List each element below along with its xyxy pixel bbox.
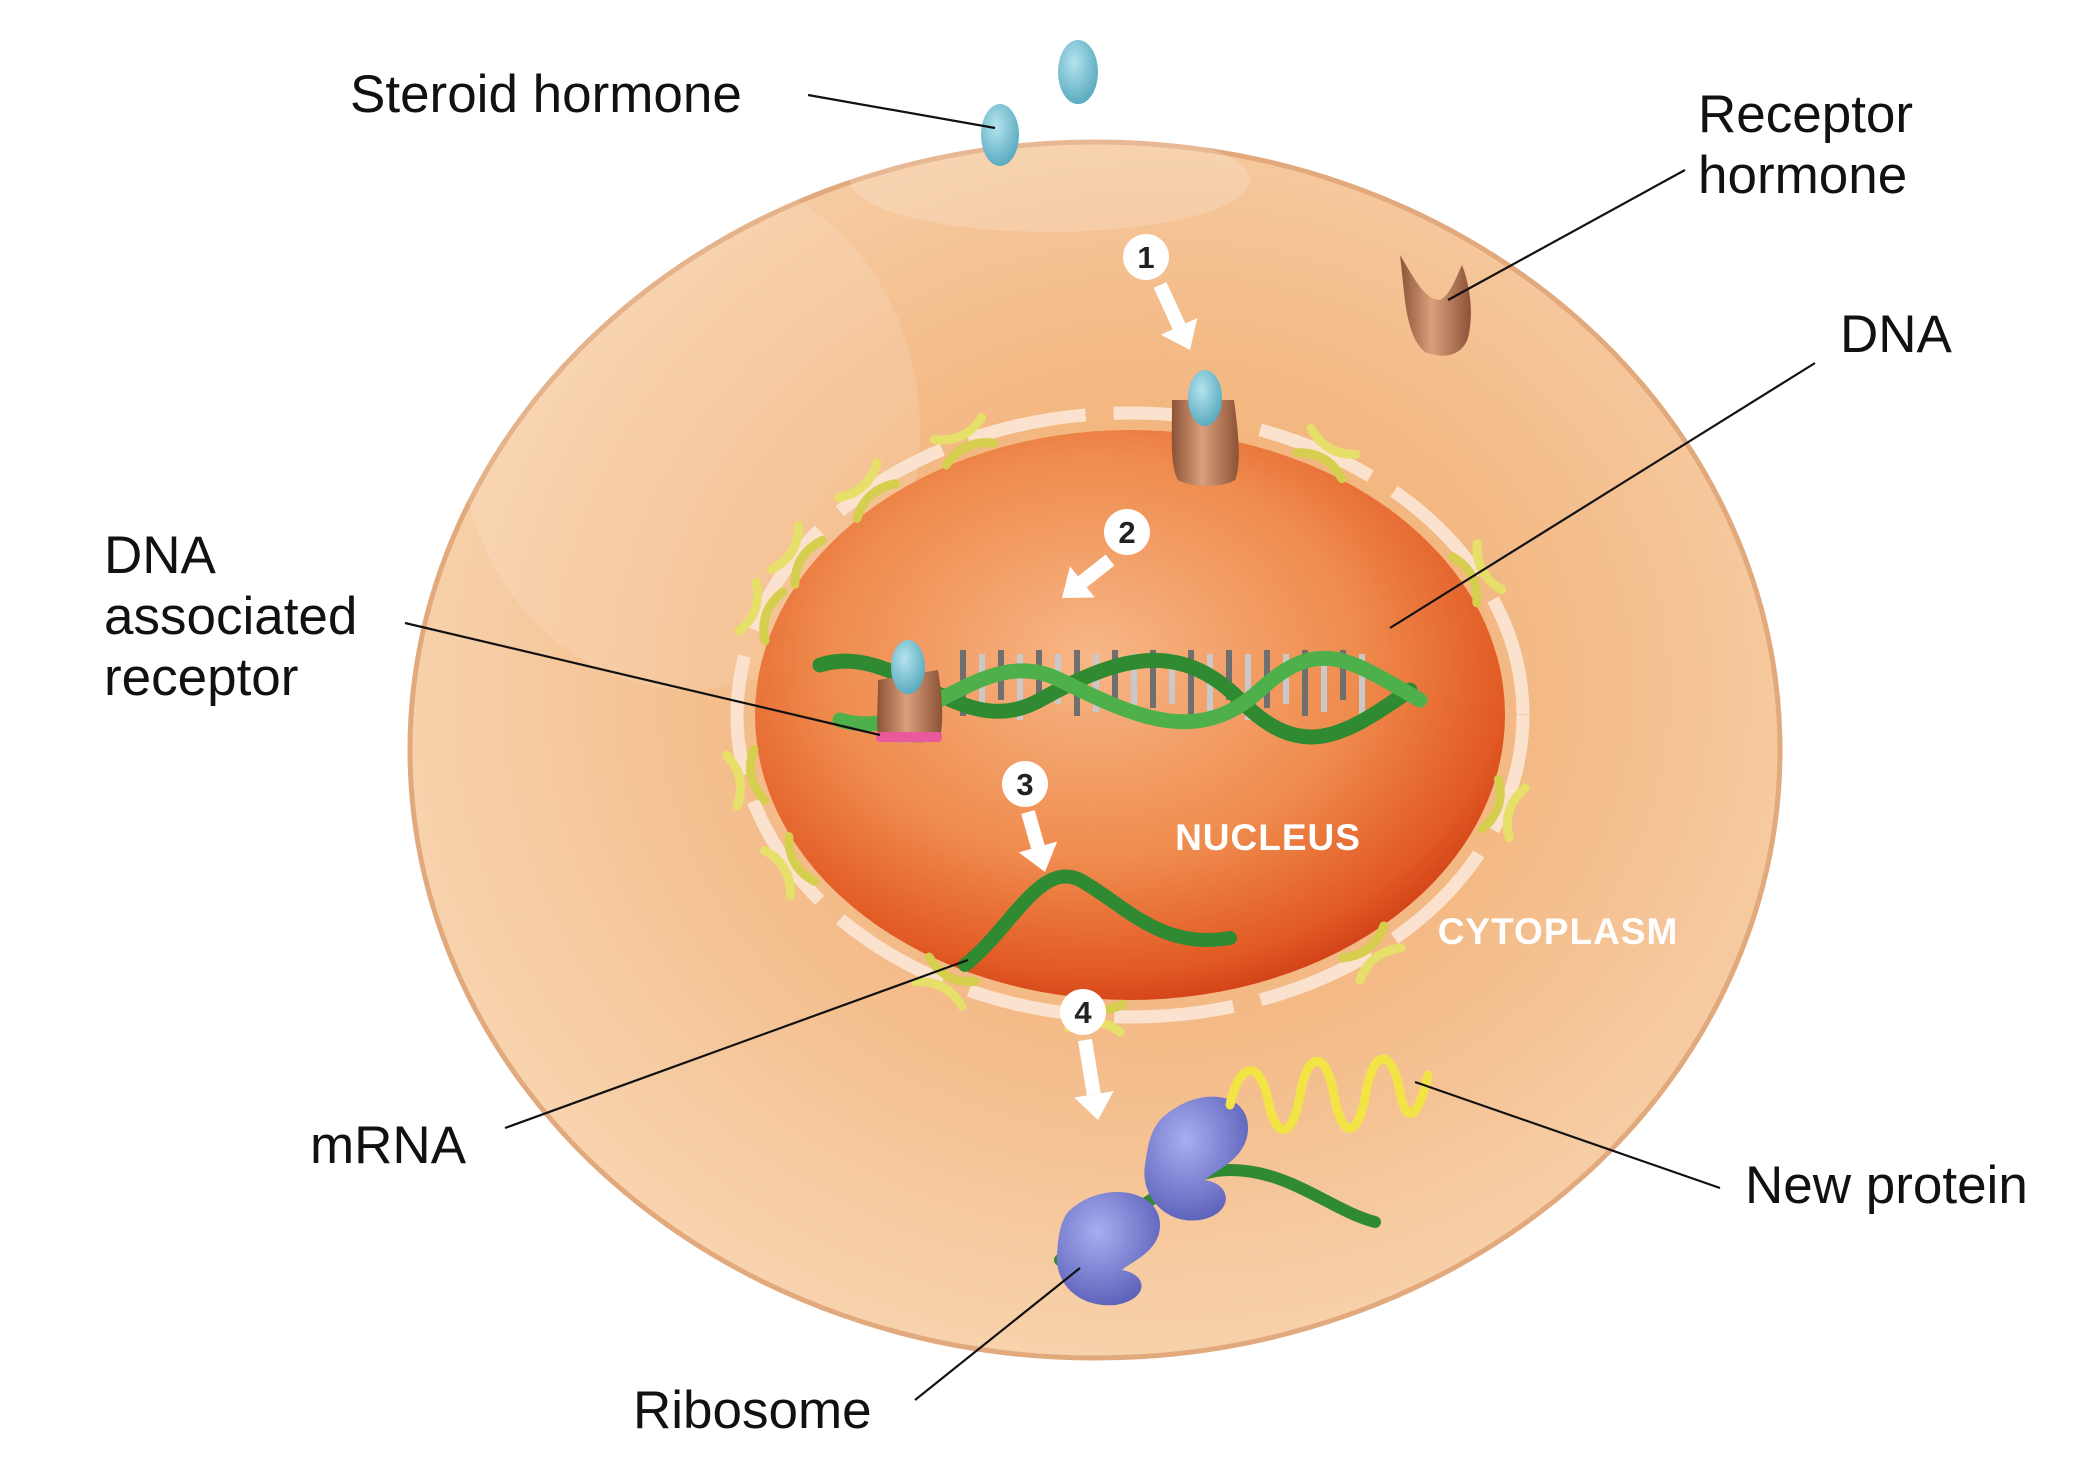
mrna-strand: [958, 869, 1237, 972]
step-1-marker: 1: [1123, 234, 1198, 350]
nuclear-pore: [1338, 921, 1406, 985]
step-arrowhead: [1160, 318, 1198, 350]
step-arrow: [1078, 1038, 1101, 1096]
steroid-hormone-molecule: [1058, 40, 1098, 104]
new-protein-label: New protein: [1745, 1156, 2028, 1215]
ribosome-lower: [1056, 1192, 1160, 1306]
step-markers: 1 2 3 4: [1002, 234, 1198, 1120]
dna-associated-receptor: [876, 640, 943, 744]
dna-associated-receptor-label-line1: DNA: [104, 526, 217, 585]
dna-base-pair: [1169, 654, 1175, 704]
nuclear-pore: [722, 744, 770, 811]
dna-base-pair: [1017, 654, 1023, 720]
nuclear-pore: [833, 458, 901, 523]
dna-label: DNA: [1840, 305, 1953, 364]
dna-base-pair: [1112, 650, 1118, 700]
receptor-hormone: [1400, 255, 1471, 356]
nuclear-pore: [1477, 774, 1530, 842]
dna-base-pair: [1226, 650, 1232, 700]
dna-associated-receptor-label-line3: receptor: [104, 648, 298, 707]
new-protein-leader: [1414, 1080, 1721, 1190]
nuclear-pore: [929, 413, 998, 470]
mrna-leader: [504, 958, 969, 1130]
steroid-hormone-label: Steroid hormone: [350, 65, 742, 124]
step-badge: [1104, 509, 1150, 555]
receptor-hormone-label-line2: hormone: [1698, 146, 1907, 205]
dna-base-pair: [1340, 650, 1346, 700]
dna-leader: [1389, 362, 1816, 629]
dna-associated-receptor-label-line2: associated: [104, 587, 357, 646]
dna-base-pair: [1093, 654, 1099, 712]
nuclear-pore: [734, 577, 788, 646]
step-badge: [1060, 989, 1106, 1035]
nuclear-envelope: [730, 406, 1530, 1024]
step-arrow: [1021, 810, 1045, 849]
step-number: 1: [1137, 240, 1154, 275]
step-arrowhead: [1074, 1091, 1114, 1120]
dna-base-pair: [1359, 654, 1365, 720]
dna-base-pair: [1150, 650, 1156, 708]
new-protein-chain: [1225, 1054, 1433, 1134]
dna-base-pair: [1131, 654, 1137, 720]
cytoplasm-label: CYTOPLASM: [1438, 911, 1679, 952]
step-arrowhead: [1018, 841, 1058, 872]
mrna-label: mRNA: [310, 1116, 467, 1175]
step-badge: [1002, 761, 1048, 807]
membrane-highlight: [850, 128, 1250, 232]
nucleus-label: NUCLEUS: [1175, 817, 1361, 858]
step-arrowhead: [1062, 566, 1095, 598]
ribosome-label: Ribosome: [633, 1381, 872, 1440]
dna-base-pair: [1188, 650, 1194, 716]
step-badge: [1123, 234, 1169, 280]
nuclear-pore: [1292, 423, 1361, 484]
receptor-hormone-label-line1: Receptor: [1698, 85, 1913, 144]
nuclear-pore: [760, 831, 820, 901]
dna-base-pair: [1321, 654, 1327, 712]
step-3-marker: 3: [1002, 761, 1058, 872]
step-4-marker: 4: [1060, 989, 1114, 1120]
receptor-binding-site: [876, 732, 942, 742]
dna-base-pair: [1283, 654, 1289, 704]
step-number: 2: [1118, 515, 1135, 550]
hormone-receptor-complex: [1171, 370, 1239, 486]
step-number: 3: [1016, 767, 1033, 802]
nuclear-pore: [911, 952, 980, 1011]
step-2-marker: 2: [1062, 509, 1150, 598]
ribosome: [1056, 1096, 1249, 1306]
step-arrow: [1078, 554, 1115, 588]
steroid-hormone-molecule: [981, 104, 1019, 166]
step-arrow: [1153, 282, 1186, 330]
dna-base-pair: [1245, 654, 1251, 720]
ribosome-upper: [1144, 1096, 1249, 1221]
ribosome-leader: [914, 1267, 1081, 1401]
nuclear-pore: [766, 521, 827, 589]
dna-associated-receptor-leader: [404, 621, 881, 737]
steroid-hormone-leader: [807, 93, 996, 130]
dna-base-pair: [1302, 650, 1308, 716]
receptor-hormone-leader: [1447, 169, 1686, 301]
step-number: 4: [1074, 995, 1092, 1030]
